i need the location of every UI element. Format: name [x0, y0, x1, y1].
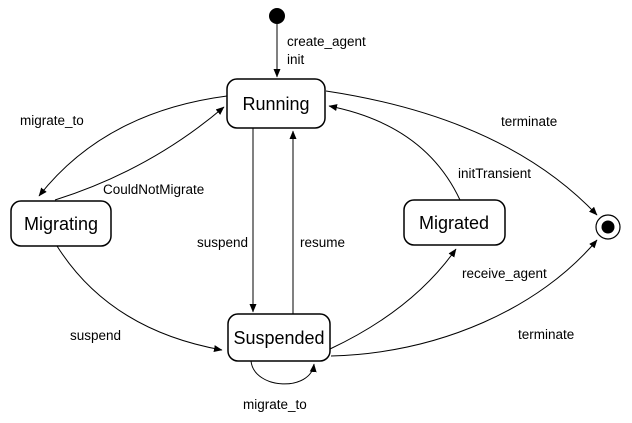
- transition-label-suspend-vertical: suspend: [197, 235, 248, 250]
- state-migrated-label: Migrated: [419, 213, 489, 233]
- transition-label-suspend-lower: suspend: [70, 328, 121, 343]
- transition-edges: [38, 24, 598, 385]
- state-migrated: Migrated: [403, 199, 506, 246]
- final-state-inner-dot: [601, 220, 615, 234]
- state-running-label: Running: [242, 94, 309, 114]
- initial-state-dot: [269, 8, 285, 24]
- transition-arrow-suspended-to-migrated: [329, 248, 457, 350]
- state-migrating-label: Migrating: [24, 214, 98, 234]
- transition-arrow-running-to-migrating: [38, 95, 228, 197]
- transition-arrow-migrating-to-running: [54, 106, 225, 201]
- state-migrating-box: [10, 200, 112, 247]
- transition-label-couldnotmigrate: CouldNotMigrate: [103, 182, 204, 197]
- state-migrating: Migrating: [10, 200, 112, 247]
- transition-arrow-suspended-self-loop: [250, 360, 317, 385]
- state-suspended-box: [227, 313, 331, 362]
- transition-label-create-agent: create_agent: [287, 34, 366, 49]
- transition-label-init: init: [287, 52, 305, 67]
- state-running: Running: [226, 78, 326, 129]
- transition-arrow-suspended-to-final: [330, 239, 598, 357]
- final-state: [595, 214, 621, 240]
- transition-label-inittransient: initTransient: [458, 166, 531, 181]
- transition-label-terminate-bottom: terminate: [518, 327, 574, 342]
- transition-labels: create_agent init migrate_to CouldNotMig…: [20, 34, 574, 412]
- transition-label-terminate-top: terminate: [501, 114, 557, 129]
- state-suspended: Suspended: [227, 313, 331, 362]
- transition-label-receive-agent: receive_agent: [462, 266, 547, 281]
- transition-arrow-migrating-to-suspended: [56, 245, 223, 353]
- initial-state: [269, 8, 285, 24]
- transition-arrow-migrated-to-running: [328, 104, 461, 201]
- state-running-box: [226, 78, 326, 129]
- transition-label-resume: resume: [300, 235, 345, 250]
- transition-label-migrate-to-loop: migrate_to: [243, 397, 307, 412]
- transition-label-migrate-to-upper: migrate_to: [20, 113, 84, 128]
- state-migrated-box: [403, 199, 506, 246]
- state-suspended-label: Suspended: [233, 328, 324, 348]
- transition-arrow-running-to-final: [325, 90, 598, 216]
